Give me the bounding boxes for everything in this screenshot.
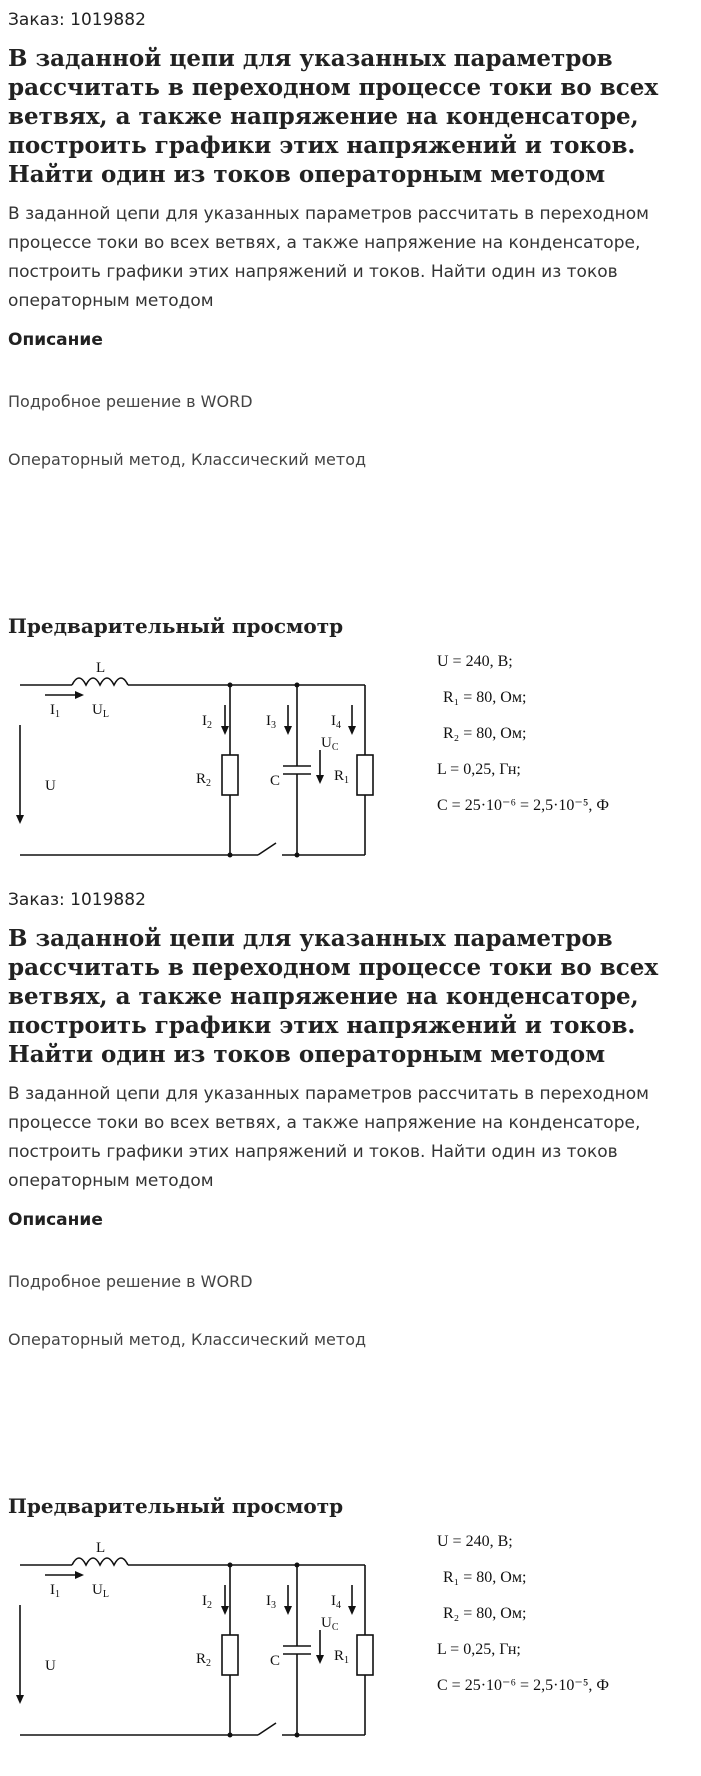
page-title: В заданной цепи для указанных параметров… <box>8 925 659 1068</box>
page-title: В заданной цепи для указанных параметров… <box>8 45 659 188</box>
label-C: C <box>270 1653 280 1669</box>
label-UC-sub: C <box>332 742 339 753</box>
label-I1-sub: 1 <box>55 709 60 720</box>
svg-text:I4: I4 <box>331 713 341 731</box>
label-I3: I <box>266 713 271 729</box>
circuit-diagram: L I1 UL U I2 I3 I4 UC R2 C R1 <box>16 1540 374 1738</box>
label-L: L <box>96 660 105 676</box>
circuit-figure: L I1 UL U I2 I3 I4 UC R2 C R1 U = 240, В… <box>0 650 701 880</box>
svg-text:I3: I3 <box>266 1593 276 1611</box>
param-C: C = 25·10⁻⁶ = 2,5·10⁻⁵, Ф <box>437 797 610 814</box>
circuit-diagram: L I1 UL U I2 I3 I4 UC R2 C R1 <box>16 660 374 858</box>
label-UL-sub: L <box>103 709 109 720</box>
order-number: Заказ: 1019882 <box>8 890 146 910</box>
order-number: Заказ: 1019882 <box>8 10 146 30</box>
description-line-2: Операторный метод, Классический метод <box>8 450 367 469</box>
param-L: L = 0,25, Гн; <box>437 761 521 778</box>
label-U: U <box>45 1658 56 1674</box>
label-R1: R <box>334 768 344 784</box>
description-line-2: Операторный метод, Классический метод <box>8 1330 367 1349</box>
svg-text:I1: I1 <box>50 702 60 720</box>
description-heading: Описание <box>8 1210 103 1230</box>
svg-text:UL: UL <box>92 1582 109 1600</box>
param-U: U = 240, В; <box>437 653 513 670</box>
label-I3: I <box>266 1593 271 1609</box>
label-R2: R <box>196 771 206 787</box>
label-R2: R <box>196 1651 206 1667</box>
description-line-1: Подробное решение в WORD <box>8 1272 253 1291</box>
label-I2: I <box>202 713 207 729</box>
param-R2: R₂ = 80, Ом; <box>443 725 527 742</box>
label-R1: R <box>334 1648 344 1664</box>
param-U: U = 240, В; <box>437 1533 513 1550</box>
label-UL-sub: L <box>103 1589 109 1600</box>
label-U: U <box>45 778 56 794</box>
param-R1: R₁ = 80, Ом; <box>443 689 527 706</box>
label-I4-sub: 4 <box>336 720 341 731</box>
preview-heading: Предварительный просмотр <box>8 614 344 638</box>
label-C: C <box>270 773 280 789</box>
label-UL: U <box>92 702 103 718</box>
svg-text:R1: R1 <box>334 768 349 786</box>
label-I2: I <box>202 1593 207 1609</box>
label-I3-sub: 3 <box>271 720 276 731</box>
label-L: L <box>96 1540 105 1556</box>
svg-text:I2: I2 <box>202 713 212 731</box>
svg-text:UC: UC <box>321 1615 339 1633</box>
label-I4: I <box>331 713 336 729</box>
label-UC: U <box>321 735 332 751</box>
preview-heading: Предварительный просмотр <box>8 1494 344 1518</box>
description-text: В заданной цепи для указанных параметров… <box>8 1084 649 1191</box>
svg-text:R1: R1 <box>334 1648 349 1666</box>
label-I4-sub: 4 <box>336 1600 341 1611</box>
description-text: В заданной цепи для указанных параметров… <box>8 204 649 311</box>
param-L: L = 0,25, Гн; <box>437 1641 521 1658</box>
label-I4: I <box>331 1593 336 1609</box>
label-I1: I <box>50 1582 55 1598</box>
svg-text:UC: UC <box>321 735 339 753</box>
svg-text:I4: I4 <box>331 1593 341 1611</box>
param-C: C = 25·10⁻⁶ = 2,5·10⁻⁵, Ф <box>437 1677 610 1694</box>
label-I2-sub: 2 <box>207 720 212 731</box>
svg-text:R2: R2 <box>196 1651 211 1669</box>
label-UL: U <box>92 1582 103 1598</box>
svg-text:I2: I2 <box>202 1593 212 1611</box>
svg-text:I3: I3 <box>266 713 276 731</box>
svg-text:I1: I1 <box>50 1582 60 1600</box>
label-R1-sub: 1 <box>344 775 349 786</box>
label-R2-sub: 2 <box>206 778 211 789</box>
param-R2: R₂ = 80, Ом; <box>443 1605 527 1622</box>
description-heading: Описание <box>8 330 103 350</box>
label-R2-sub: 2 <box>206 1658 211 1669</box>
parameters-list: U = 240, В; R₁ = 80, Ом; R₂ = 80, Ом; L … <box>437 1532 609 1712</box>
svg-text:R2: R2 <box>196 771 211 789</box>
description-line-1: Подробное решение в WORD <box>8 392 253 411</box>
label-R1-sub: 1 <box>344 1655 349 1666</box>
label-I1-sub: 1 <box>55 1589 60 1600</box>
label-UC-sub: C <box>332 1622 339 1633</box>
label-I2-sub: 2 <box>207 1600 212 1611</box>
parameters-list: U = 240, В; R₁ = 80, Ом; R₂ = 80, Ом; L … <box>437 652 609 832</box>
label-I3-sub: 3 <box>271 1600 276 1611</box>
param-R1: R₁ = 80, Ом; <box>443 1569 527 1586</box>
svg-text:UL: UL <box>92 702 109 720</box>
label-UC: U <box>321 1615 332 1631</box>
label-I1: I <box>50 702 55 718</box>
circuit-figure: L I1 UL U I2 I3 I4 UC R2 C R1 U = 240, В… <box>0 1530 701 1760</box>
